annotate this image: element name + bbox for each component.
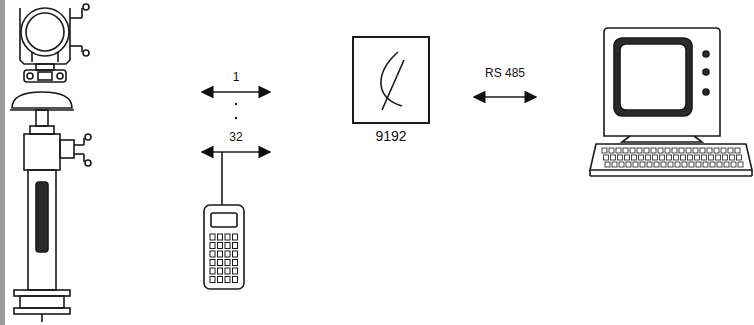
flow-meter: [10, 92, 91, 322]
device-number: 9192: [375, 128, 406, 144]
controller-box: 9192: [352, 36, 430, 124]
side-bar: [0, 0, 5, 325]
channel-number: 32: [228, 130, 243, 144]
pressure-transmitter: [20, 4, 89, 82]
bus-arrow: [202, 151, 270, 153]
ellipsis-dots: [235, 103, 237, 133]
bus-name: RS 485: [484, 66, 526, 80]
computer: [590, 28, 752, 176]
module-symbol: [354, 38, 428, 122]
bus-arrow: [202, 91, 270, 93]
box-outline: [352, 36, 430, 124]
handheld-terminal: [204, 152, 244, 289]
channel-number: 1: [232, 70, 241, 84]
rs485-arrow: [474, 96, 536, 98]
